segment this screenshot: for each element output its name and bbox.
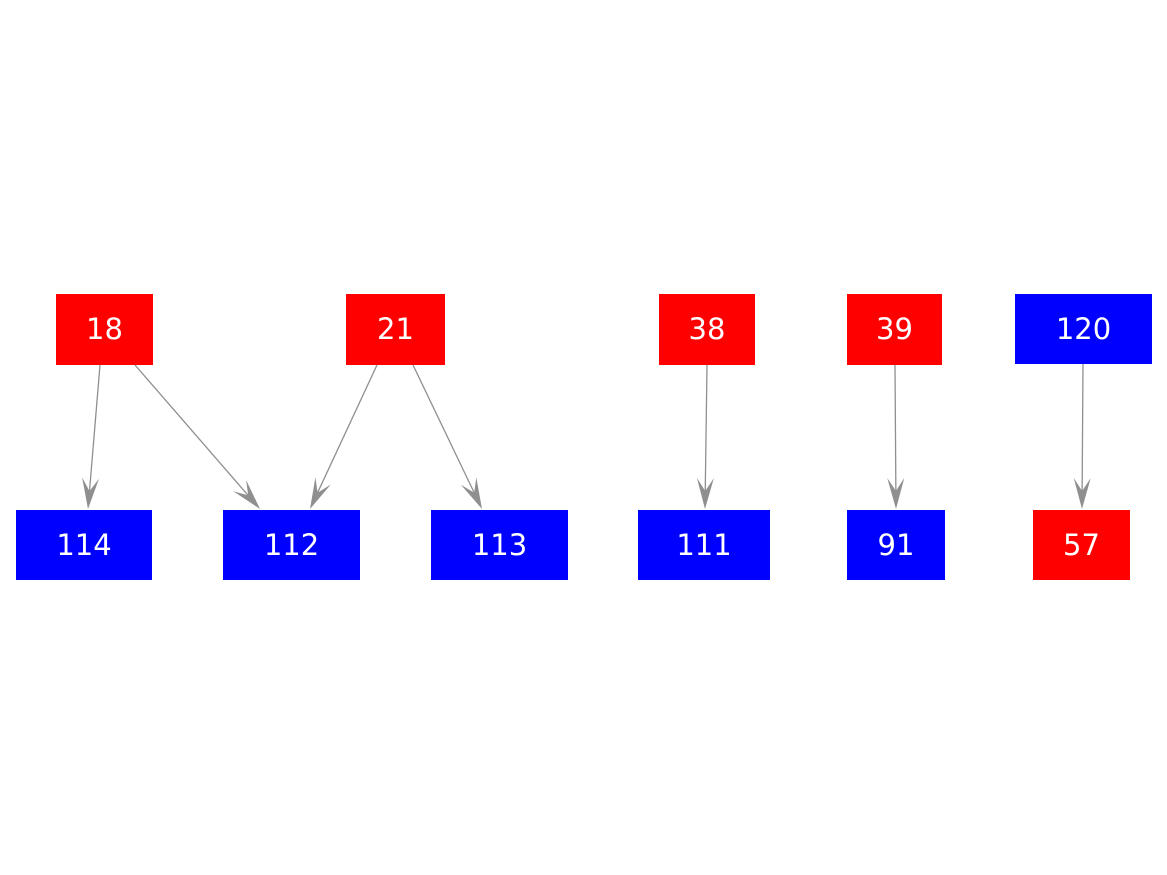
edge-21-112 xyxy=(310,364,378,509)
edge-39-91 xyxy=(887,364,905,509)
edge-21-113 xyxy=(412,364,482,509)
arrowhead-icon xyxy=(887,477,905,509)
arrowhead-icon xyxy=(696,477,714,509)
arrowhead-icon xyxy=(233,480,260,509)
arrowhead-icon xyxy=(310,477,331,509)
edge-38-111 xyxy=(696,364,714,509)
arrowhead-icon xyxy=(82,477,99,509)
edge-18-114 xyxy=(82,364,101,509)
edge-120-57 xyxy=(1073,363,1091,509)
arrowhead-icon xyxy=(1073,477,1091,509)
arrowhead-icon xyxy=(460,477,482,509)
edge-18-112 xyxy=(134,364,260,509)
